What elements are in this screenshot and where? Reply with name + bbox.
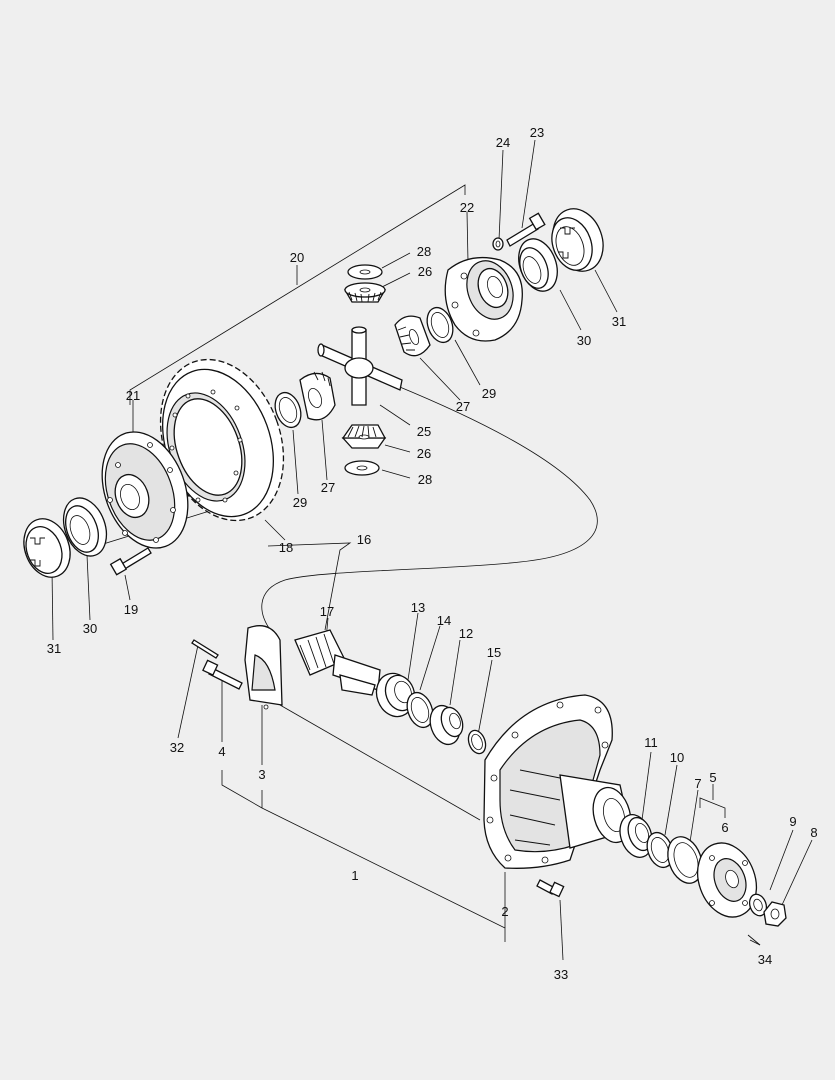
cotter-pin-34: [747, 934, 761, 946]
washer-24: [492, 237, 504, 251]
case-half-22: [444, 256, 523, 342]
label-13: 13: [411, 600, 425, 615]
flange-6: [697, 842, 757, 918]
pinion-gear-26-bottom: [341, 424, 387, 449]
label-16: 16: [357, 532, 371, 547]
label-30-top: 30: [577, 333, 591, 348]
bracket-1: [221, 770, 506, 942]
thrust-washer-29-left: [274, 391, 302, 429]
spider-cross-25: [317, 326, 403, 406]
adjuster-ring-31-top: [551, 208, 604, 272]
label-11: 11: [644, 735, 658, 750]
label-32: 32: [170, 740, 184, 755]
bracket-16: [267, 542, 352, 631]
bearing-12: [429, 704, 464, 746]
ring-gear-18: [159, 358, 285, 522]
spacer-10: [646, 831, 674, 869]
side-gear-27-right: [394, 315, 431, 357]
label-28-bottom: 28: [418, 472, 432, 487]
bearing-11: [619, 814, 653, 858]
label-3: 3: [258, 767, 265, 782]
label-25: 25: [417, 424, 431, 439]
label-9: 9: [789, 814, 796, 829]
label-27-left: 27: [321, 480, 335, 495]
label-26-top: 26: [418, 264, 432, 279]
side-gear-27-left: [299, 371, 336, 421]
bolt-4: [202, 659, 243, 690]
label-23: 23: [530, 125, 544, 140]
thrust-washer-28-top: [347, 264, 383, 280]
pin-32: [191, 639, 219, 659]
label-26-bottom: 26: [417, 446, 431, 461]
label-29-right: 29: [482, 386, 496, 401]
seal-7: [667, 836, 703, 884]
drive-pinion-17: [294, 629, 381, 696]
part-labels: 1 2 3 4 5 6 7 8 9 10 11 12 13 14 15 16 1…: [47, 125, 818, 982]
bracket-20: [129, 184, 466, 405]
bolt-33: [536, 879, 565, 898]
label-12: 12: [459, 626, 473, 641]
case-half-21: [101, 431, 189, 549]
label-24: 24: [496, 135, 510, 150]
bracket-5: [699, 784, 726, 818]
label-17: 17: [320, 604, 334, 619]
label-5: 5: [709, 770, 716, 785]
label-8: 8: [810, 825, 817, 840]
label-7: 7: [694, 776, 701, 791]
shim-14: [406, 691, 434, 729]
label-33: 33: [554, 967, 568, 982]
pinion-gear-26-top: [343, 282, 387, 303]
label-10: 10: [670, 750, 684, 765]
bolt-19: [109, 547, 152, 576]
ring-gear-bolt-holes: [169, 389, 243, 503]
label-4: 4: [218, 744, 225, 759]
label-6: 6: [721, 820, 728, 835]
label-20: 20: [290, 250, 304, 265]
o-ring-15: [467, 729, 487, 755]
label-21: 21: [126, 388, 140, 403]
label-1: 1: [351, 868, 358, 883]
label-2: 2: [501, 904, 508, 919]
leader-lines: [51, 139, 813, 961]
bearing-cap-3: [244, 625, 283, 710]
thrust-washer-29-right: [426, 306, 454, 344]
label-14: 14: [437, 613, 451, 628]
label-18: 18: [279, 540, 293, 555]
washer-9: [748, 893, 768, 917]
label-30-left: 30: [83, 621, 97, 636]
label-19: 19: [124, 602, 138, 617]
bearing-30-top: [518, 238, 558, 292]
label-22: 22: [460, 200, 474, 215]
bolt-23: [506, 212, 546, 247]
label-29-left: 29: [293, 495, 307, 510]
carrier-housing-2: [483, 694, 632, 869]
label-28-top: 28: [417, 244, 431, 259]
nut-8: [763, 901, 787, 927]
thrust-washer-28-bottom: [344, 460, 380, 476]
label-31-left: 31: [47, 641, 61, 656]
bearing-30-left: [62, 497, 108, 557]
label-34: 34: [758, 952, 772, 967]
label-31-top: 31: [612, 314, 626, 329]
label-15: 15: [487, 645, 501, 660]
label-27-right: 27: [456, 399, 470, 414]
adjuster-ring-31-left: [23, 518, 71, 578]
